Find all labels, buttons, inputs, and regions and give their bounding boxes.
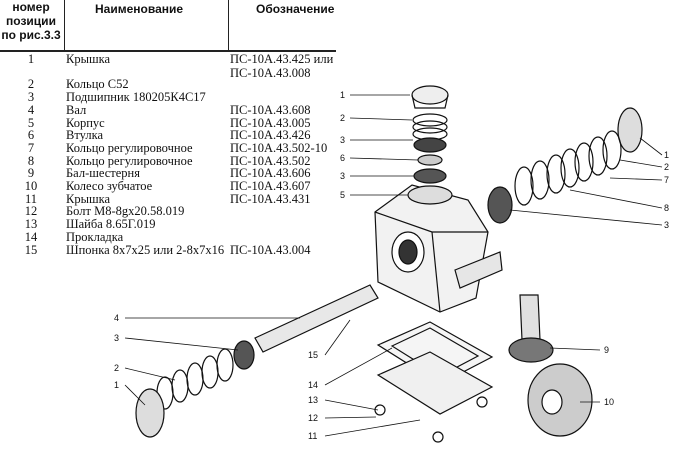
position-number: 15 [24,242,38,257]
part-code: ПС-10А.43.502 [230,153,311,168]
callout-label: 14 [308,380,318,390]
position-number: 3 [27,90,35,105]
column-divider [228,0,229,50]
header-rule [0,50,336,52]
code-header: Обозначение [256,2,335,16]
part-name: Подшипник 180205К4С17 [66,90,206,105]
callout-leader-lines [124,94,663,437]
table-row: 11 Крышка ПС-10А.43.431 [0,192,340,206]
column-divider [64,0,65,50]
part-name: Колесо зубчатое [66,179,153,193]
header-line: позиции [6,14,56,28]
table-row: 2 Кольцо С52 [0,77,340,91]
shaft-parts [135,284,379,438]
position-number: 5 [27,115,35,130]
table-row: 15 Шпонка 8х7х25 или 2-8х7х16 ПС-10А.43.00… [0,243,340,257]
table-row: 4 Вал ПС-10А.43.608 [0,103,340,117]
position-number: 1 [27,52,35,66]
callout-label: 10 [604,397,614,407]
table-row: 3 Подшипник 180205К4С17 [0,90,340,104]
callout-label: 6 [340,153,345,163]
part-code: ПС-10А.43.426 [230,128,311,143]
callout-label: 12 [308,413,318,423]
callout-label: 1 [664,150,669,160]
callout-label: 2 [114,363,119,373]
position-number: 6 [27,128,35,143]
table-row: 5 Корпус ПС-10А.43.005 [0,116,340,130]
top-stack-parts [411,85,449,184]
part-code: ПС-10А.43.425 или [230,52,334,66]
callout-label: 1 [114,380,119,390]
part-name: Втулка [66,128,104,143]
callout-label: 9 [604,345,609,355]
part-code: ПС-10А.43.502-10 [230,140,328,155]
part-code: ПС-10А.43.004 [230,242,311,257]
part-code: ПС-10А.43.005 [230,115,311,130]
part-name: Корпус [66,115,105,130]
table-row: 8 Кольцо регулировочное ПС-10А.43.502 [0,154,340,168]
table-row: 9 Бал-шестерня ПС-10А.43.606 [0,166,340,180]
gear-parts [508,294,593,437]
position-number: 4 [27,102,35,117]
callout-label: 3 [114,333,119,343]
callout-label: 1 [340,90,345,100]
position-number: 8 [27,153,35,168]
callout-label: 7 [664,175,669,185]
part-name: Болт М8-8gх20.58.019 [66,204,185,219]
header-line: номер [12,0,50,14]
part-code: ПС-10А.43.607 [230,179,311,193]
position-number: 11 [24,191,38,206]
table-row: 6 Втулка ПС-10А.43.426 [0,128,340,142]
part-code-alt: ПС-10А.43.008 [230,66,311,80]
right-stack-parts [487,107,643,224]
position-number-header: номер позиции по рис.3.3 [0,0,62,42]
part-code: ПС-10А.43.606 [230,166,311,181]
parts-table: номер позиции по рис.3.3 Наименование Об… [0,0,340,305]
position-number: 13 [24,217,38,232]
callout-label: 13 [308,395,318,405]
callout-label: 15 [308,350,318,360]
part-name: Бал-шестерня [66,166,140,181]
position-number: 10 [24,179,38,193]
position-number: 2 [27,77,35,92]
callout-label: 2 [340,113,345,123]
callout-label: 8 [664,203,669,213]
position-number: 7 [27,140,35,155]
part-code: ПС-10А.43.431 [230,191,311,206]
table-row: 10 Колесо зубчатое ПС-10А.43.607 [0,179,340,193]
table-row: 14 Прокладка [0,230,340,244]
part-code: ПС-10А.43.608 [230,102,311,117]
part-name: Вал [66,102,87,117]
part-name: Крышка [66,52,111,66]
part-name: Кольцо регулировочное [66,153,193,168]
callout-label: 3 [340,135,345,145]
callout-label: 11 [308,431,317,441]
header-line: по рис.3.3 [1,28,61,42]
part-name: Крышка [66,191,111,206]
part-name: Шпонка 8х7х25 или 2-8х7х16 [66,242,225,257]
part-name: Шайба 8.65Г.019 [66,217,156,232]
callout-label: 2 [664,162,669,172]
callout-label: 5 [340,190,345,200]
callout-label: 3 [340,171,345,181]
position-number: 12 [24,204,38,219]
gearbox-housing [374,184,503,313]
name-header: Наименование [95,2,184,16]
table-row: 13 Шайба 8.65Г.019 [0,217,340,231]
part-name: Кольцо регулировочное [66,140,193,155]
table-row: 7 Кольцо регулировочное ПС-10А.43.502-10 [0,141,340,155]
callout-labels: 1 2 3 6 3 5 1 2 7 8 3 4 3 2 1 15 14 13 1… [114,90,669,441]
callout-label: 4 [114,313,119,323]
part-name: Кольцо С52 [66,77,129,92]
position-number: 9 [27,166,35,181]
position-number: 14 [24,229,38,244]
table-row: 12 Болт М8-8gх20.58.019 [0,204,340,218]
cover-gasket-parts [374,321,494,443]
callout-label: 3 [664,220,669,230]
part-name: Прокладка [66,229,124,244]
